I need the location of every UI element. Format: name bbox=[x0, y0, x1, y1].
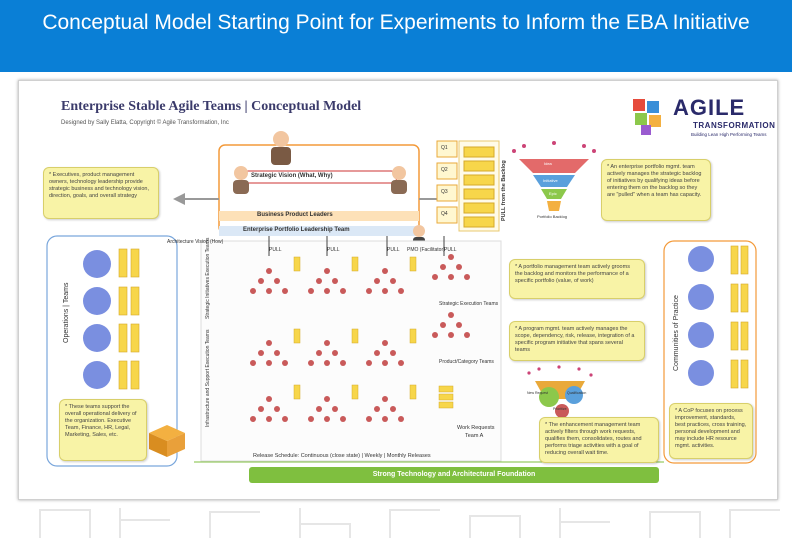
cube-icon bbox=[149, 425, 185, 457]
diagram-header: Enterprise Stable Agile Teams | Conceptu… bbox=[61, 99, 362, 114]
portfolio-team-bar bbox=[219, 226, 419, 236]
portfolio-mgmt-note: * An enterprise portfolio mgmt. team act… bbox=[601, 159, 711, 221]
funnel-idea: Idea bbox=[544, 161, 552, 166]
funnel-backlog: Portfolio Backlog bbox=[537, 214, 568, 219]
operations-team-circles bbox=[83, 250, 111, 389]
team-a-label: Team A bbox=[465, 433, 484, 439]
cop-circles bbox=[688, 246, 714, 386]
pull-label-4: PULL bbox=[444, 247, 457, 253]
pull-label-1: PULL bbox=[269, 247, 282, 253]
pull-arrows bbox=[268, 236, 445, 256]
funnel-epic: Epic bbox=[549, 191, 557, 196]
pmo-label: PMO (Facilitator) bbox=[407, 247, 445, 253]
release-schedule-label: Release Schedule: Continuous (close stat… bbox=[253, 453, 431, 459]
strategic-vision-label: Strategic Vision (What, Why) bbox=[251, 173, 333, 179]
quarter-q2: Q2 bbox=[441, 167, 448, 173]
work-request-funnel bbox=[527, 365, 593, 418]
quarter-q3: Q3 bbox=[441, 189, 448, 195]
quarter-q4: Q4 bbox=[441, 211, 448, 217]
operations-backlog-stacks bbox=[118, 248, 140, 390]
decorative-background-lines bbox=[39, 508, 780, 538]
communities-practice-label: Communities of Practice bbox=[673, 295, 680, 371]
strategic-initiatives-label: Strategic Initiatives Execution Teams bbox=[205, 237, 211, 319]
backlog-stack bbox=[463, 146, 495, 228]
program-team-note: * A program mgmt. team actively manages … bbox=[509, 321, 645, 361]
funnel-qualification: Qualification bbox=[567, 391, 587, 395]
work-requests-label: Work Requests bbox=[457, 425, 495, 431]
infrastructure-support-label: Infrastructure and Support Execution Tea… bbox=[205, 329, 211, 427]
operations-teams-label: Operations | Teams bbox=[63, 282, 70, 343]
operations-note: * These teams support the overall operat… bbox=[59, 399, 147, 461]
logo-tagline: Building Lean High Performing Teams bbox=[691, 132, 767, 137]
cop-backlog-stacks bbox=[730, 245, 749, 389]
slide-title: Conceptual Model Starting Point for Expe… bbox=[42, 11, 750, 34]
conceptual-model-diagram: Enterprise Stable Agile Teams | Conceptu… bbox=[18, 80, 778, 500]
logo-subword: TRANSFORMATION bbox=[693, 121, 776, 130]
portfolio-team-label: Enterprise Portfolio Leadership Team bbox=[243, 227, 350, 233]
enhancement-note: * The enhancement management team active… bbox=[539, 417, 659, 463]
logo-word: AGILE bbox=[673, 95, 746, 120]
architecture-label: Architecture Vision (How) bbox=[167, 239, 224, 245]
portfolio-funnel bbox=[512, 141, 596, 211]
funnel-prioritize: Prioritize bbox=[553, 407, 567, 411]
product-category-label: Product/Category Teams bbox=[439, 359, 494, 365]
business-leaders-label: Business Product Leaders bbox=[257, 212, 333, 218]
executive-person-icons bbox=[233, 131, 407, 194]
title-bar: Conceptual Model Starting Point for Expe… bbox=[0, 0, 792, 72]
pull-label-2: PULL bbox=[327, 247, 340, 253]
executives-note: * Executives, product management owners,… bbox=[43, 167, 159, 219]
foundation-bar: Strong Technology and Architectural Foun… bbox=[249, 467, 659, 483]
team-backlog-stacks bbox=[293, 256, 454, 409]
pull-backlog-label: PULL from the Backlog bbox=[501, 160, 507, 221]
quarter-backlog bbox=[436, 140, 458, 224]
cop-note: * A CoP focuses on process improvement, … bbox=[669, 403, 753, 459]
diagram-subheader: Designed by Sally Elatta, Copyright © Ag… bbox=[61, 120, 229, 126]
business-leaders-bar bbox=[219, 211, 419, 221]
execution-teams-frame bbox=[200, 240, 502, 462]
portfolio-team-note: * A portfolio management team actively g… bbox=[509, 259, 645, 299]
pull-label-3: PULL bbox=[387, 247, 400, 253]
strategic-exec-teams-label: Strategic Execution Teams bbox=[439, 301, 499, 307]
quarter-q1: Q1 bbox=[441, 145, 448, 151]
team-pyramids bbox=[250, 254, 470, 422]
funnel-new-request: New Request bbox=[527, 391, 549, 395]
agile-logo: AGILE TRANSFORMATION Building Lean High … bbox=[631, 95, 775, 141]
puzzle-logo-icon bbox=[633, 99, 661, 135]
funnel-initiative: Initiative bbox=[543, 178, 558, 183]
